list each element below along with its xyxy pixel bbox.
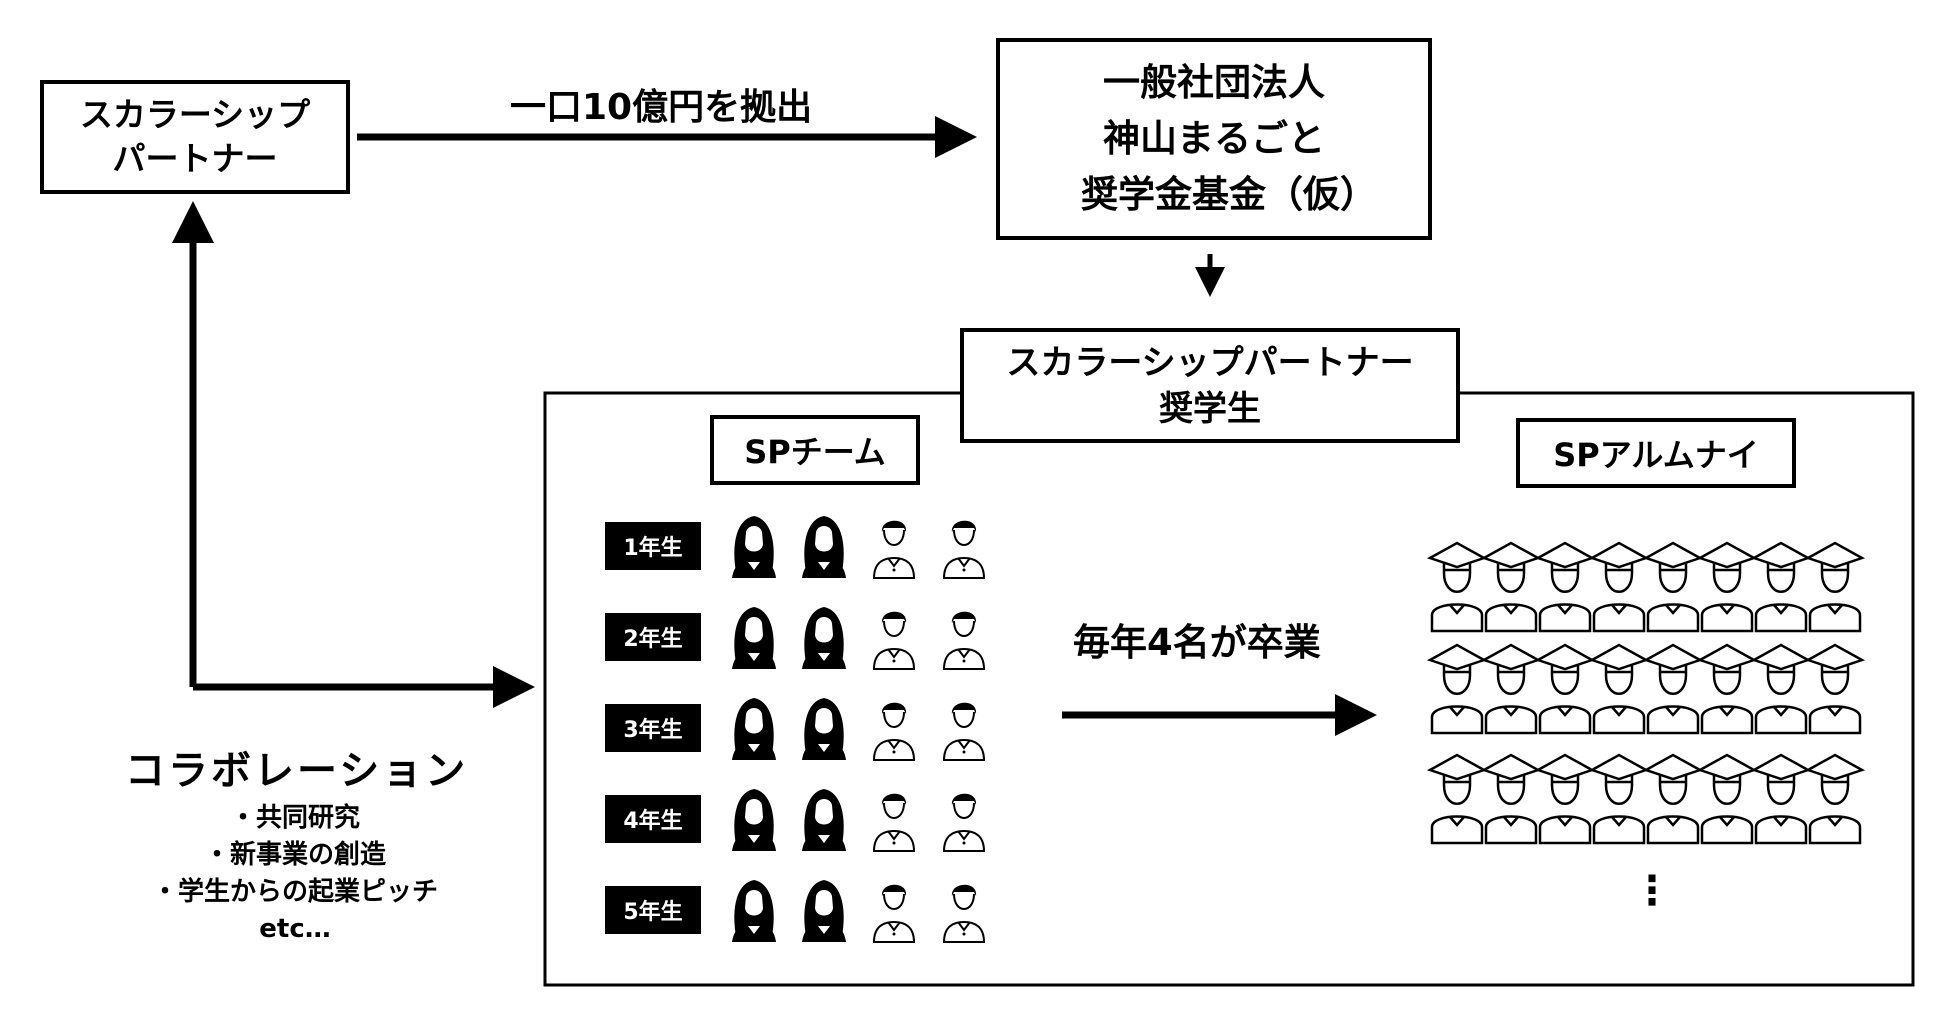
female-student-icon [796,692,852,766]
scholar-title-box: スカラーシップパートナー 奨学生 [960,328,1460,443]
sp-team-text: SPチーム [744,433,886,471]
male-student-icon [936,874,992,948]
graduate-icon [1534,643,1596,735]
graduate-icon [1696,643,1758,735]
graduate-icon [1426,753,1488,845]
male-student-icon [866,510,922,584]
female-student-icon [726,601,782,675]
graduate-icon [1750,643,1812,735]
scholar-line-2: 奨学生 [1159,388,1261,429]
sp-alumni-text: SPアルムナイ [1553,436,1759,474]
scholar-line-1: スカラーシップパートナー [1006,342,1414,383]
male-student-icon [866,601,922,675]
male-student-icon [866,874,922,948]
male-student-icon [936,783,992,857]
contribution-label: 一口10億円を拠出 [510,87,813,128]
female-student-icon [726,783,782,857]
graduation-label: 毎年4名が卒業 [1073,621,1321,664]
collab-item: ・共同研究 [229,803,360,833]
graduate-icon [1642,541,1704,633]
scholarship-partner-box: スカラーシップ パートナー [40,80,350,194]
male-student-icon [936,692,992,766]
female-student-icon [796,874,852,948]
graduate-icon [1642,643,1704,735]
graduate-icon [1480,541,1542,633]
grade-label: 4年生 [605,795,701,843]
grade-label: 1年生 [605,522,701,570]
graduate-icon [1426,643,1488,735]
male-student-icon [866,692,922,766]
grade-label: 5年生 [605,886,701,934]
graduate-icon [1750,753,1812,845]
fund-line-3: 奨学金基金（仮） [1081,173,1377,216]
male-student-icon [936,510,992,584]
sp-team-label: SPチーム [710,415,920,485]
graduate-icon [1804,541,1866,633]
female-student-icon [726,510,782,584]
graduate-icon [1588,541,1650,633]
partner-line-2: パートナー [112,139,278,178]
graduate-icon [1696,753,1758,845]
female-student-icon [796,783,852,857]
graduate-icon [1480,753,1542,845]
alumni-more-ellipsis: ⋮ [1632,868,1672,914]
fund-line-1: 一般社団法人 [1103,61,1325,104]
graduate-icon [1588,753,1650,845]
grade-label: 2年生 [605,613,701,661]
collab-item: etc… [259,914,331,944]
collaboration-list: ・共同研究 ・新事業の創造 ・学生からの起業ピッチ etc… [120,800,470,948]
graduate-icon [1534,541,1596,633]
female-student-icon [796,510,852,584]
sp-alumni-label: SPアルムナイ [1516,418,1796,488]
female-student-icon [726,692,782,766]
collab-item: ・学生からの起業ピッチ [151,877,438,907]
scholarship-fund-box: 一般社団法人 神山まるごと 奨学金基金（仮） [996,38,1432,240]
female-student-icon [726,874,782,948]
fund-line-2: 神山まるごと [1103,117,1325,160]
graduate-icon [1750,541,1812,633]
collab-item: ・新事業の創造 [203,840,386,870]
male-student-icon [936,601,992,675]
male-student-icon [866,783,922,857]
graduate-icon [1480,643,1542,735]
graduate-icon [1426,541,1488,633]
grade-label: 3年生 [605,704,701,752]
graduate-icon [1804,753,1866,845]
female-student-icon [796,601,852,675]
partner-line-1: スカラーシップ [79,95,311,134]
graduate-icon [1642,753,1704,845]
graduate-icon [1588,643,1650,735]
graduate-icon [1804,643,1866,735]
graduate-icon [1534,753,1596,845]
collaboration-title: コラボレーション [125,748,469,794]
graduate-icon [1696,541,1758,633]
